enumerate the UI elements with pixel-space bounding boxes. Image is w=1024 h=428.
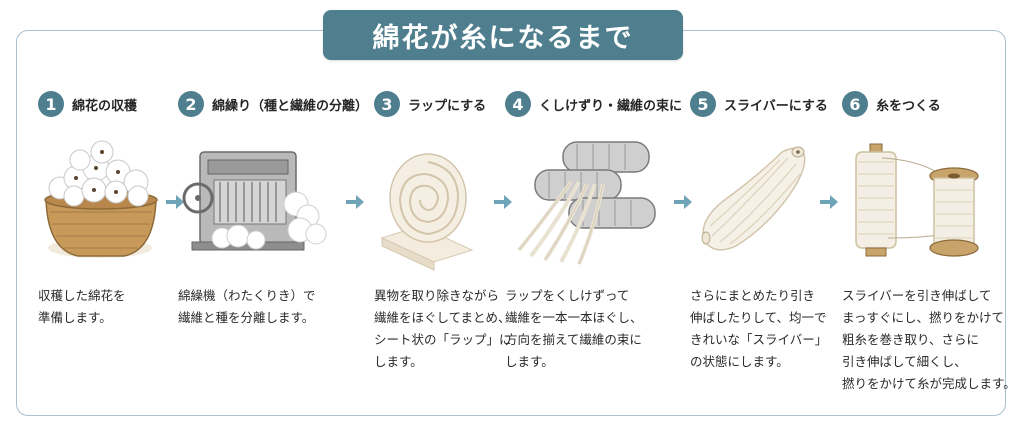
step-6: 6 糸をつくる スライバーを引き伸ばして まっすぐにし、撚りをかけて 粗糸を巻き… [842,90,1016,410]
step-title: くしけずり・繊維の束に [539,98,683,114]
lap-roll-icon [380,153,474,271]
arrow-right-icon [674,195,692,209]
step-number: 2 [178,91,204,117]
step-header: 2 綿繰り（種と繊維の分離） [178,90,368,118]
step-header: 4 くしけずり・繊維の束に [505,90,682,118]
arrow-right-icon [346,195,364,209]
step-title: 綿花の収穫 [72,98,138,114]
step-number: 4 [505,91,531,117]
sliver-icon [701,146,806,251]
step-4: 4 くしけずり・繊維の束に ラップをくしけずって 繊維を一本一本ほぐし、 方向を… [505,90,682,410]
step-number: 5 [690,91,716,117]
step-header: 3 ラップにする [374,90,486,118]
step-description: スライバーを引き伸ばして まっすぐにし、撚りをかけて 粗糸を巻き取り、さらに 引… [842,288,1016,391]
cotton-gin-icon [182,151,327,251]
step-description: 異物を取り除きながら 繊維をほぐしてまとめ、 シート状の「ラップ」に します。 [374,288,512,369]
step-description: 綿繰機（わたくりき）で 繊維と種を分離します。 [178,288,316,325]
step-1: 1 綿花の収穫 収穫した綿花を 準備します。 [38,90,198,410]
page-title: 綿花が糸になるまで [323,10,683,60]
step-title: ラップにする [408,98,487,114]
step-title: スライバーにする [724,98,828,114]
step-description: 収穫した綿花を 準備します。 [38,288,126,325]
step-number: 1 [38,91,64,117]
step-header: 5 スライバーにする [690,90,828,118]
step-3: 3 ラップにする 異物を取り除きながら 繊維をほぐしてまとめ、 シート状の「ラッ… [374,90,534,410]
step-description: さらにまとめたり引き 伸ばしたりして、均一で きれいな「スライバー」 の状態にし… [690,288,828,369]
step-header: 6 糸をつくる [842,90,941,118]
step-number: 3 [374,91,400,117]
thread-spools-icon [855,143,979,257]
cotton-basket-icon [44,140,158,258]
step-number: 6 [842,91,868,117]
arrow-right-icon [166,195,184,209]
step-title: 綿繰り（種と繊維の分離） [212,98,369,114]
step-5: 5 スライバーにする さらにまとめたり引き 伸ばしたりして、均一で きれいな「ス… [690,90,850,410]
arrow-right-icon [494,195,512,209]
arrow-right-icon [820,195,838,209]
step-title: 糸をつくる [876,98,941,114]
step-header: 1 綿花の収穫 [38,90,137,118]
step-2: 2 綿繰り（種と繊維の分離） 綿繰機（わたくりき）で 繊維と種を分離します。 [178,90,368,410]
step-description: ラップをくしけずって 繊維を一本一本ほぐし、 方向を揃えて繊維の束に します。 [505,288,643,369]
carding-rollers-icon [517,141,656,265]
